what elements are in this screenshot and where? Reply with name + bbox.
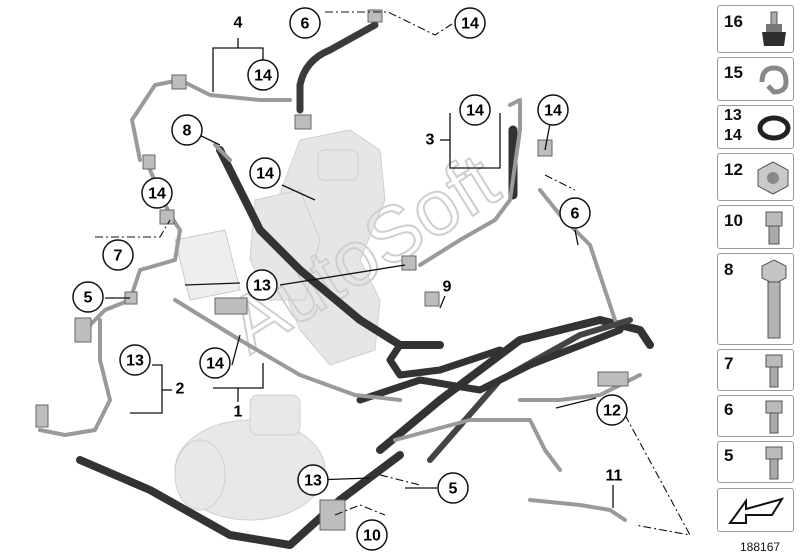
callout-5: 5 — [72, 281, 104, 313]
callout-5: 5 — [437, 472, 469, 504]
sidebar-cell-10: 10 — [717, 205, 794, 249]
sidebar-number: 7 — [724, 354, 734, 373]
callout-10-label: 10 — [363, 528, 381, 545]
sidebar-cell-6: 6 — [717, 395, 794, 437]
callout-6: 6 — [559, 197, 591, 229]
callout-5-label: 5 — [84, 290, 93, 307]
callout-14: 14 — [537, 94, 569, 126]
sidebar-number: 6 — [724, 400, 734, 419]
callout-7-label: 7 — [114, 248, 123, 265]
callouts: 6 14 14 8 14 14 14 6 14 7 5 13 13 14 12 … — [72, 7, 628, 551]
callout-14: 14 — [459, 94, 491, 126]
callout-13: 13 — [119, 344, 151, 376]
callout-13-label: 13 — [304, 473, 322, 490]
group-label-1: 1 — [234, 404, 243, 421]
group-label-4: 4 — [234, 15, 243, 32]
figure-id: 188167 — [740, 540, 781, 554]
group-label-2: 2 — [176, 381, 185, 398]
callout-14-label: 14 — [461, 16, 479, 33]
hose-clip-icon — [759, 65, 789, 95]
sidebar-cell-12: 12 — [717, 153, 794, 201]
steering-rack-background — [174, 229, 241, 301]
screw-grommet-icon — [762, 11, 786, 46]
sidebar-cell-16: 16 — [717, 5, 794, 53]
callout-13-label: 13 — [253, 278, 271, 295]
dash-dot-lines — [95, 11, 692, 536]
callout-14: 14 — [247, 59, 279, 91]
callout-14: 14 — [199, 347, 231, 379]
callout-12-label: 12 — [603, 403, 621, 420]
view-direction-arrow-icon — [728, 497, 785, 524]
callout-14-label: 14 — [254, 68, 272, 85]
callout-8: 8 — [171, 114, 203, 146]
part-label-9: 9 — [443, 279, 452, 296]
callout-14-label: 14 — [148, 186, 166, 203]
socket-screw-icon — [765, 354, 783, 388]
sidebar-number: 15 — [724, 63, 743, 82]
sidebar-number: 8 — [724, 260, 734, 279]
callout-14: 14 — [454, 7, 486, 39]
long-hex-bolt-icon — [761, 259, 787, 339]
sidebar-number: 10 — [724, 211, 743, 230]
sidebar-number: 14 — [724, 127, 742, 144]
callout-13: 13 — [246, 269, 278, 301]
callout-14-label: 14 — [466, 103, 484, 120]
callout-14-label: 14 — [206, 356, 224, 373]
callout-6-label: 6 — [571, 206, 580, 223]
callout-7: 7 — [102, 239, 134, 271]
callout-13: 13 — [297, 464, 329, 496]
sidebar-cell-arrow — [717, 488, 794, 532]
sidebar-number: 12 — [724, 160, 743, 179]
socket-screw-icon — [765, 400, 783, 434]
sidebar-cell-7: 7 — [717, 349, 794, 391]
callout-5-label: 5 — [449, 481, 458, 498]
compressor-background — [174, 394, 326, 521]
hex-nut-icon — [757, 161, 789, 195]
group-label-11: 11 — [606, 468, 623, 485]
callout-14-label: 14 — [544, 103, 562, 120]
sidebar-cell-5: 5 — [717, 441, 794, 483]
pressure-hoses — [76, 21, 654, 549]
group-label-3: 3 — [426, 132, 435, 149]
sidebar-number: 5 — [724, 446, 734, 465]
callout-12: 12 — [596, 394, 628, 426]
sidebar-cell-8: 8 — [717, 253, 794, 345]
callout-13-label: 13 — [126, 353, 144, 370]
socket-screw-icon — [765, 446, 783, 480]
sidebar-number: 16 — [724, 12, 743, 31]
callout-14: 6 — [289, 7, 321, 39]
callout-14: 14 — [249, 157, 281, 189]
callout-8-label: 8 — [183, 123, 192, 140]
sidebar-number: 13 — [724, 107, 742, 124]
callout-14-label: 14 — [256, 166, 274, 183]
fittings — [35, 9, 629, 531]
callout-14-label: 6 — [301, 16, 310, 33]
sidebar-cell-13-14: 13 14 — [717, 105, 794, 149]
sidebar-cell-15: 15 — [717, 57, 794, 101]
o-ring-icon — [757, 115, 791, 141]
short-bolt-icon — [765, 211, 783, 245]
callout-10: 10 — [356, 519, 388, 551]
callout-14: 14 — [141, 177, 173, 209]
